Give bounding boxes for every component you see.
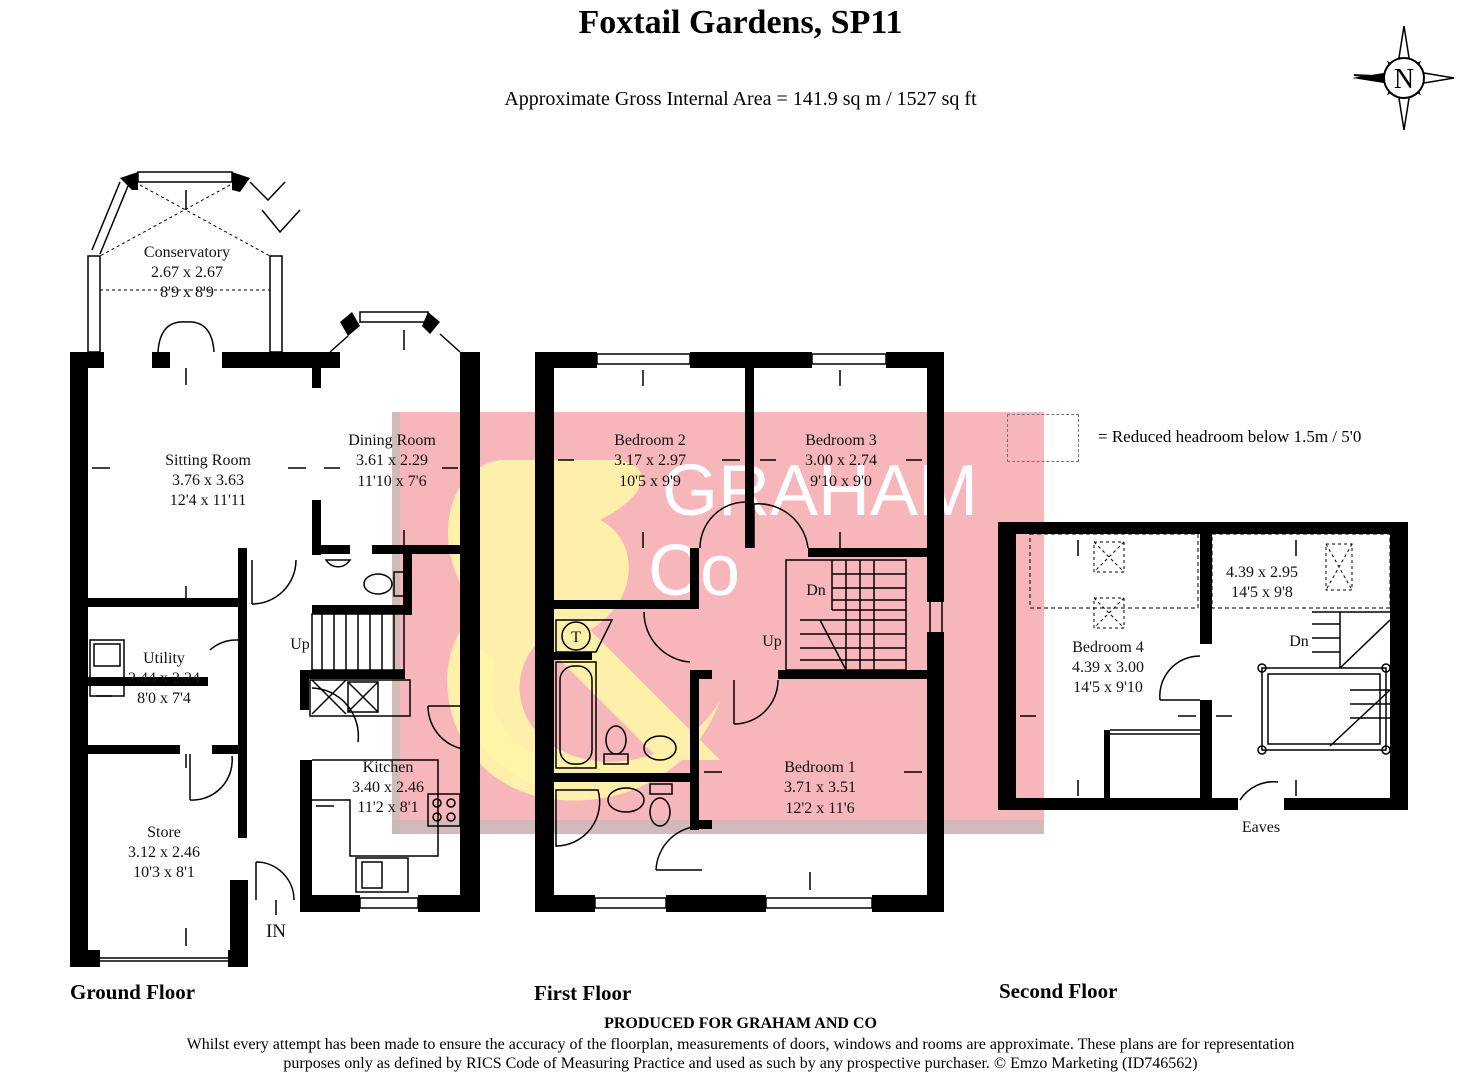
- conservatory-name: Conservatory: [144, 244, 230, 261]
- first-floor-labels: Bedroom 2 3.17 x 2.97 10'5 x 9'9 Bedroom…: [571, 432, 877, 817]
- disclaimer: Whilst every attempt has been made to en…: [110, 1035, 1371, 1073]
- bedroom-2-metric: 3.17 x 2.97: [614, 452, 686, 469]
- second-room-imperial: 14'5 x 9'8: [1231, 584, 1293, 601]
- ground-floor-lines: [71, 171, 471, 962]
- second-floor-plan: [998, 522, 1408, 810]
- dining-room-imperial: 11'10 x 7'6: [357, 473, 426, 490]
- first-floor-title: First Floor: [534, 981, 631, 1005]
- kitchen-name: Kitchen: [363, 759, 414, 776]
- second-floor-lines: [1020, 533, 1391, 801]
- ground-floor-title: Ground Floor: [70, 980, 195, 1004]
- bedroom-4-imperial: 14'5 x 9'10: [1073, 679, 1143, 696]
- dining-room-metric: 3.61 x 2.29: [356, 452, 428, 469]
- bedroom-1-imperial: 12'2 x 11'6: [785, 800, 854, 817]
- utility-metric: 2.44 x 2.24: [128, 670, 200, 687]
- bedroom-2-imperial: 10'5 x 9'9: [619, 473, 681, 490]
- sitting-room-metric: 3.76 x 3.63: [172, 472, 244, 489]
- disclaimer-line-1: Whilst every attempt has been made to en…: [186, 1036, 1295, 1053]
- stairs-down-second-label: Dn: [1289, 633, 1309, 650]
- dining-room-name: Dining Room: [348, 432, 436, 449]
- bedroom-3-metric: 3.00 x 2.74: [805, 452, 877, 469]
- reduced-headroom-legend: = Reduced headroom below 1.5m / 5'0: [1098, 427, 1362, 446]
- bedroom-2-name: Bedroom 2: [614, 432, 686, 449]
- watermark: GRAHAM Co: [392, 412, 1044, 834]
- ground-floor-plan: [70, 172, 480, 967]
- stairs-up-label: Up: [290, 636, 310, 653]
- second-room-metric: 4.39 x 2.95: [1226, 564, 1298, 581]
- entrance-label: IN: [266, 921, 286, 942]
- second-floor-title: Second Floor: [999, 979, 1117, 1003]
- eaves-label: Eaves: [1242, 819, 1280, 836]
- store-metric: 3.12 x 2.46: [128, 844, 200, 861]
- gross-area: Approximate Gross Internal Area = 141.9 …: [504, 88, 977, 110]
- sitting-room-name: Sitting Room: [165, 452, 251, 469]
- reduced-headroom-legend-swatch: [1007, 414, 1079, 462]
- stairs-down-label: Dn: [806, 582, 826, 599]
- bedroom-3-name: Bedroom 3: [805, 432, 877, 449]
- watermark-line-1: GRAHAM: [662, 451, 978, 531]
- conservatory-metric: 2.67 x 2.67: [151, 264, 223, 281]
- utility-name: Utility: [143, 650, 185, 667]
- plan-title: Foxtail Gardens, SP11: [578, 4, 903, 41]
- tank-label: T: [571, 629, 581, 646]
- store-imperial: 10'3 x 8'1: [133, 864, 195, 881]
- compass: N: [1352, 25, 1455, 131]
- kitchen-metric: 3.40 x 2.46: [352, 779, 424, 796]
- compass-north-label: N: [1394, 64, 1414, 95]
- utility-imperial: 8'0 x 7'4: [137, 690, 191, 707]
- first-floor-plan: [535, 352, 944, 912]
- produced-for: PRODUCED FOR GRAHAM AND CO: [604, 1015, 877, 1032]
- second-floor-labels: Bedroom 4 4.39 x 3.00 14'5 x 9'10 4.39 x…: [1072, 564, 1309, 836]
- bedroom-1-name: Bedroom 1: [784, 759, 856, 776]
- disclaimer-line-2: purposes only as defined by RICS Code of…: [283, 1055, 1198, 1072]
- stairs-up-first-label: Up: [762, 633, 782, 650]
- ground-floor-labels: Conservatory 2.67 x 2.67 8'9 x 8'9 Sitti…: [128, 244, 436, 942]
- bedroom-4-name: Bedroom 4: [1072, 639, 1144, 656]
- kitchen-imperial: 11'2 x 8'1: [357, 799, 418, 816]
- bedroom-4-metric: 4.39 x 3.00: [1072, 659, 1144, 676]
- first-floor-lines: [555, 353, 943, 909]
- conservatory-imperial: 8'9 x 8'9: [160, 284, 214, 301]
- bedroom-3-imperial: 9'10 x 9'0: [810, 473, 872, 490]
- bedroom-1-metric: 3.71 x 3.51: [784, 779, 856, 796]
- store-name: Store: [147, 824, 181, 841]
- sitting-room-imperial: 12'4 x 11'11: [170, 492, 247, 509]
